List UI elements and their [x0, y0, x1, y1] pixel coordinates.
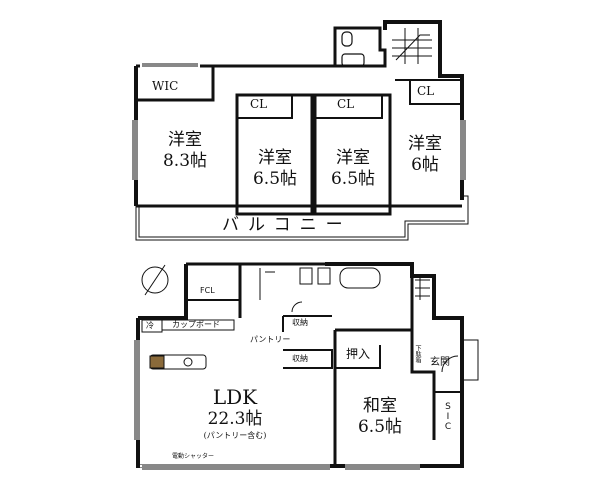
fcl-label: FCL	[200, 286, 215, 295]
balcony-label: バルコニー	[222, 215, 352, 235]
room-western-2-size: 6.5帖	[252, 169, 298, 189]
sic-label: SIC	[443, 402, 453, 432]
lower-floor-walls	[136, 262, 464, 468]
upper-floor-walls	[134, 20, 464, 216]
room-ldk-note: (パントリー含む)	[203, 431, 267, 440]
storage-label-2: 収納	[292, 354, 308, 363]
room-western-4-name: 洋室	[408, 134, 442, 154]
room-japanese: 和室 6.5帖	[350, 396, 410, 438]
room-western-1: 洋室 8.3帖	[150, 130, 220, 172]
lower-fixtures	[141, 267, 479, 381]
shoe-box-label: 下駄箱	[414, 345, 421, 363]
closet-label-3: CL	[417, 84, 435, 98]
room-ldk: LDK 22.3帖 (パントリー含む)	[190, 385, 280, 442]
upper-windows	[132, 63, 466, 180]
room-western-3-size: 6.5帖	[330, 169, 376, 189]
room-ldk-name: LDK	[212, 385, 258, 409]
wic-label: WIC	[152, 79, 179, 93]
closet-label-2: CL	[337, 97, 355, 111]
stairs-upper	[392, 28, 432, 64]
room-western-4-size: 6帖	[411, 155, 439, 175]
room-western-3: 洋室 6.5帖	[318, 148, 388, 190]
room-western-2-name: 洋室	[258, 148, 292, 168]
balcony	[135, 195, 469, 241]
oshiire-label: 押入	[346, 347, 371, 361]
lower-windows	[134, 340, 420, 470]
room-japanese-size: 6.5帖	[357, 417, 403, 437]
genkan-label: 玄関	[430, 357, 450, 368]
room-western-1-size: 8.3帖	[162, 151, 208, 171]
closet-label-1: CL	[250, 97, 268, 111]
fridge-label: 冷	[146, 321, 154, 330]
room-ldk-size: 22.3帖	[207, 409, 263, 429]
shutter-label: 電動シャッター	[172, 453, 215, 460]
room-western-2: 洋室 6.5帖	[240, 148, 310, 190]
pantry-label: パントリー	[250, 335, 291, 344]
storage-label-1: 収納	[292, 318, 308, 327]
room-western-4: 洋室 6帖	[395, 134, 455, 176]
room-western-1-name: 洋室	[168, 130, 202, 150]
compass	[141, 264, 169, 296]
room-japanese-name: 和室	[363, 396, 397, 416]
toilet-upper	[341, 31, 365, 67]
room-western-3-name: 洋室	[336, 148, 370, 168]
cupboard-label: カップボード	[172, 320, 220, 329]
